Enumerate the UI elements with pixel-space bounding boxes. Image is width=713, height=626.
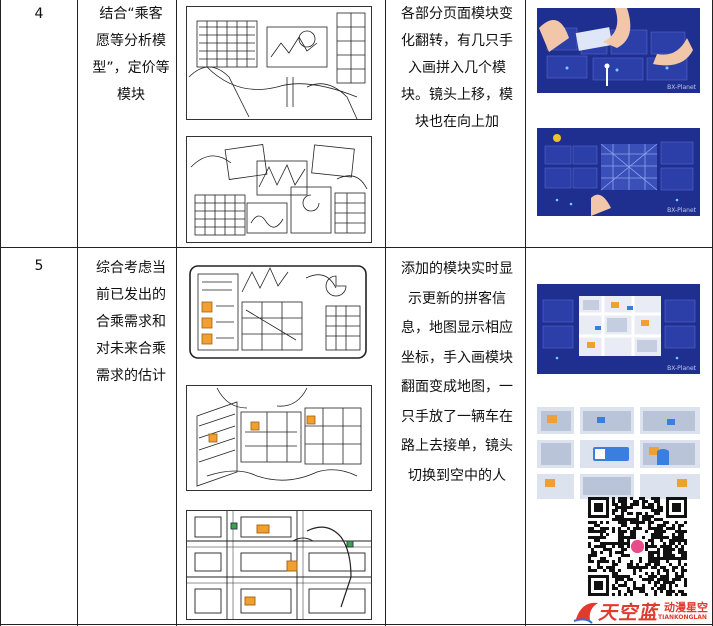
table-border-left [0, 0, 1, 626]
qr-code [588, 497, 687, 596]
row-4-sketch-2 [186, 136, 372, 243]
row-5-content: 综合考虑当 前已发出的 合乘需求和 对未来合乘 需求的估计 [88, 255, 174, 390]
table-divider-1 [77, 0, 78, 626]
row-5-sketch-2 [186, 385, 372, 491]
brand-logo-sub: 动漫星空 [664, 601, 708, 614]
row-5-description-line: 添加的模块实时显 [401, 261, 513, 277]
row-4-content-line: 愿等分析模 [96, 33, 166, 49]
row-5-content-line: 对未来合乘 [96, 341, 166, 357]
row-5-description-line: 示更新的拼客信 [408, 290, 506, 307]
row-divider [0, 247, 713, 248]
row-5-content-line: 综合考虑当 [96, 260, 166, 276]
row-5-content-line: 需求的估计 [96, 368, 166, 384]
row-5-content-line: 前已发出的 [96, 287, 166, 303]
row-4-thumbnail-2: BX-Planet [537, 128, 700, 216]
row-5-thumbnail-2 [537, 407, 700, 499]
table-divider-3 [385, 0, 386, 626]
row-4-content-line: 结合“乘客 [99, 6, 163, 22]
row-4-thumbnail-1-watermark: BX-Planet [667, 84, 696, 91]
row-4-description-line: 入画拼入几个模 [408, 60, 506, 76]
row-5-description-line: 息，地图显示相应 [401, 320, 513, 336]
row-4-description-line: 各部分页面模块变 [401, 6, 513, 22]
row-4-sketch-1 [186, 6, 372, 120]
row-4-description-line: 化翻转，有几只手 [401, 33, 513, 49]
row-5-description-line: 坐标，手入画模块 [401, 349, 513, 366]
row-5-thumbnail-1-watermark: BX-Planet [667, 365, 696, 372]
row-5-sketch-1 [186, 262, 370, 362]
row-4-description-line: 块也在向上加 [415, 114, 499, 130]
row-4-content-line: 模块 [117, 87, 145, 103]
brand-logo-latin: TIANKONGLAN [658, 614, 707, 621]
row-4-content: 结合“乘客 愿等分析模 型”，定价等 模块 [88, 1, 174, 109]
row-5-description-line: 路上去接单，镜头 [401, 438, 513, 454]
row-5-sketch-3 [186, 510, 372, 620]
row-4-thumbnail-1: BX-Planet [537, 8, 700, 93]
row-4-content-line: 型”，定价等 [92, 60, 170, 76]
brand-logo-main: 天空蓝 [598, 602, 659, 624]
table-divider-4 [525, 0, 526, 626]
row-5-thumbnail-1: BX-Planet [537, 284, 700, 374]
row-4-number: 4 [34, 6, 44, 22]
brand-logo: 天空蓝 动漫星空 TIANKONGLAN [560, 598, 713, 626]
row-5-description-line: 翻面变成地图，一 [401, 379, 513, 395]
row-4-thumbnail-2-watermark: BX-Planet [667, 207, 696, 214]
row-5-description-line: 切换到空中的人 [408, 467, 506, 484]
row-4-description: 各部分页面模块变 化翻转，有几只手 入画拼入几个模 块。镜头上移，模 块也在向上… [391, 1, 523, 136]
row-5-content-line: 合乘需求和 [96, 314, 166, 330]
row-5-description-line: 只手放了一辆车在 [401, 408, 513, 425]
brand-logo-icon [573, 602, 598, 624]
table-divider-2 [176, 0, 177, 626]
table-border-bottom [0, 624, 713, 625]
row-5-description: 添加的模块实时显 示更新的拼客信 息，地图显示相应 坐标，手入画模块 翻面变成地… [391, 255, 523, 491]
row-5-number: 5 [34, 258, 44, 274]
row-4-description-line: 块。镜头上移，模 [401, 87, 513, 103]
